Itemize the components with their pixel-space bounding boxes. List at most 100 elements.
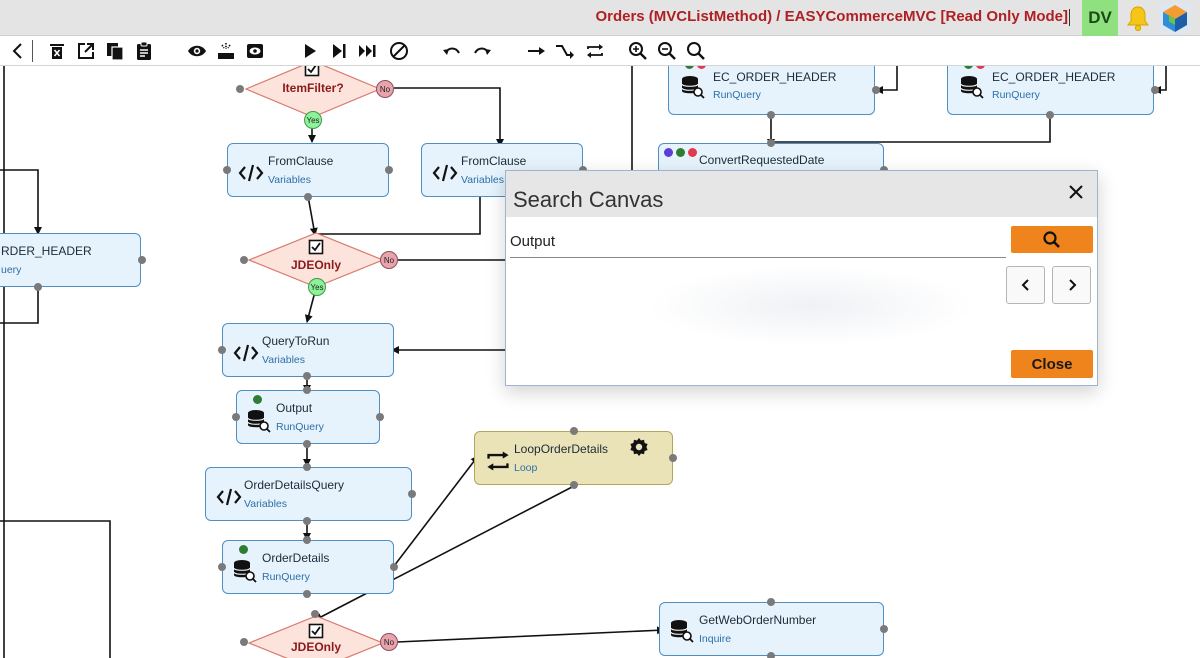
node-port[interactable]	[390, 563, 398, 571]
app-logo-icon[interactable]	[1158, 1, 1192, 35]
code-icon	[216, 488, 242, 506]
node-port[interactable]	[376, 413, 384, 421]
search-input[interactable]	[510, 226, 1006, 258]
decision-label: JDEOnly	[290, 640, 341, 654]
node-port[interactable]	[304, 193, 312, 201]
node-ec-order-header-1[interactable]: EC_ORDER_HEADER RunQuery	[668, 66, 875, 115]
node-type: Variables	[262, 354, 305, 366]
node-port[interactable]	[311, 610, 319, 618]
node-port[interactable]	[303, 440, 311, 448]
node-port[interactable]	[872, 86, 880, 94]
search-button[interactable]	[1011, 226, 1093, 253]
node-order-details[interactable]: OrderDetails RunQuery	[222, 540, 394, 594]
node-loop-order-details[interactable]: LoopOrderDetails Loop	[474, 431, 673, 485]
node-order-header-partial[interactable]: RDER_HEADER uery	[0, 233, 141, 287]
code-icon	[432, 164, 458, 182]
status-dot	[685, 66, 694, 69]
node-port[interactable]	[218, 346, 226, 354]
node-order-details-query[interactable]: OrderDetailsQuery Variables	[205, 467, 412, 521]
node-port[interactable]	[880, 625, 888, 633]
workflow-canvas[interactable]: EC_ORDER_HEADER RunQuery EC_ORDER_HEADER…	[0, 66, 1200, 658]
node-output[interactable]: Output RunQuery	[236, 390, 380, 444]
node-port[interactable]	[767, 139, 775, 147]
node-port[interactable]	[669, 454, 677, 462]
node-title: OrderDetails	[262, 551, 330, 565]
node-port[interactable]	[767, 652, 775, 658]
database-query-icon	[233, 560, 257, 583]
zoom-fit-icon[interactable]	[684, 39, 708, 63]
run-icon[interactable]	[298, 39, 322, 63]
view-icon[interactable]	[185, 39, 209, 63]
node-port[interactable]	[1151, 86, 1159, 94]
decision-jde-only-2[interactable]: JDEOnly	[247, 615, 385, 658]
node-port[interactable]	[218, 563, 226, 571]
connect-icon[interactable]	[524, 39, 548, 63]
node-port[interactable]	[236, 85, 244, 93]
database-query-icon	[960, 76, 984, 99]
node-port[interactable]	[240, 638, 248, 646]
status-dot	[964, 66, 973, 69]
node-port[interactable]	[303, 517, 311, 525]
collapse-icon[interactable]	[6, 39, 30, 63]
run-to-end-icon[interactable]	[356, 39, 380, 63]
status-dot	[253, 395, 262, 404]
preview-icon[interactable]	[243, 39, 267, 63]
node-port[interactable]	[570, 427, 578, 435]
node-port[interactable]	[1046, 111, 1054, 119]
gear-icon[interactable]	[629, 437, 649, 457]
node-title: EC_ORDER_HEADER	[992, 70, 1116, 84]
node-title: Output	[276, 401, 313, 415]
next-result-button[interactable]	[1052, 266, 1091, 304]
node-title: QueryToRun	[262, 334, 330, 348]
stop-icon[interactable]	[387, 39, 411, 63]
node-port[interactable]	[303, 386, 311, 394]
delete-icon[interactable]	[45, 39, 69, 63]
previous-result-button[interactable]	[1006, 266, 1045, 304]
node-get-web-order-number[interactable]: GetWebOrderNumber Inquire	[659, 602, 884, 656]
node-ec-order-header-2[interactable]: EC_ORDER_HEADER RunQuery	[947, 66, 1154, 115]
no-branch-badge: No	[380, 251, 398, 269]
node-port[interactable]	[767, 111, 775, 119]
chevron-left-icon	[1021, 279, 1029, 291]
node-query-to-run[interactable]: QueryToRun Variables	[222, 323, 394, 377]
node-port[interactable]	[240, 256, 248, 264]
close-button[interactable]: Close	[1011, 350, 1093, 378]
node-title: GetWebOrderNumber	[699, 613, 817, 627]
loop-icon	[487, 451, 509, 471]
yes-branch-badge: Yes	[308, 278, 326, 296]
node-title: LoopOrderDetails	[514, 442, 609, 456]
node-from-clause-1[interactable]: FromClause Variables	[227, 143, 389, 197]
loop-icon[interactable]	[583, 39, 607, 63]
undo-icon[interactable]	[440, 39, 464, 63]
node-port[interactable]	[232, 413, 240, 421]
zoom-out-icon[interactable]	[655, 39, 679, 63]
node-port[interactable]	[767, 598, 775, 606]
status-dot	[676, 148, 685, 157]
close-icon[interactable]	[1065, 181, 1087, 203]
node-type: RunQuery	[713, 89, 761, 101]
node-port[interactable]	[408, 490, 416, 498]
auto-route-icon[interactable]	[553, 39, 577, 63]
node-port[interactable]	[385, 166, 393, 174]
node-port[interactable]	[570, 481, 578, 489]
highlight-icon[interactable]	[214, 39, 238, 63]
node-port[interactable]	[303, 536, 311, 544]
bell-icon[interactable]	[1124, 4, 1152, 32]
zoom-in-icon[interactable]	[626, 39, 650, 63]
node-type: Variables	[268, 174, 311, 186]
node-port[interactable]	[34, 283, 42, 291]
results-area	[646, 266, 976, 346]
redo-icon[interactable]	[470, 39, 494, 63]
user-avatar[interactable]: DV	[1082, 0, 1118, 36]
checkbox-icon	[308, 239, 324, 255]
node-port[interactable]	[303, 590, 311, 598]
node-port[interactable]	[138, 256, 146, 264]
node-port[interactable]	[223, 166, 231, 174]
step-icon[interactable]	[327, 39, 351, 63]
node-title: RDER_HEADER	[1, 244, 92, 258]
clipboard-icon[interactable]	[132, 39, 156, 63]
open-external-icon[interactable]	[74, 39, 98, 63]
node-port[interactable]	[303, 372, 311, 380]
copy-icon[interactable]	[103, 39, 127, 63]
node-port[interactable]	[303, 463, 311, 471]
